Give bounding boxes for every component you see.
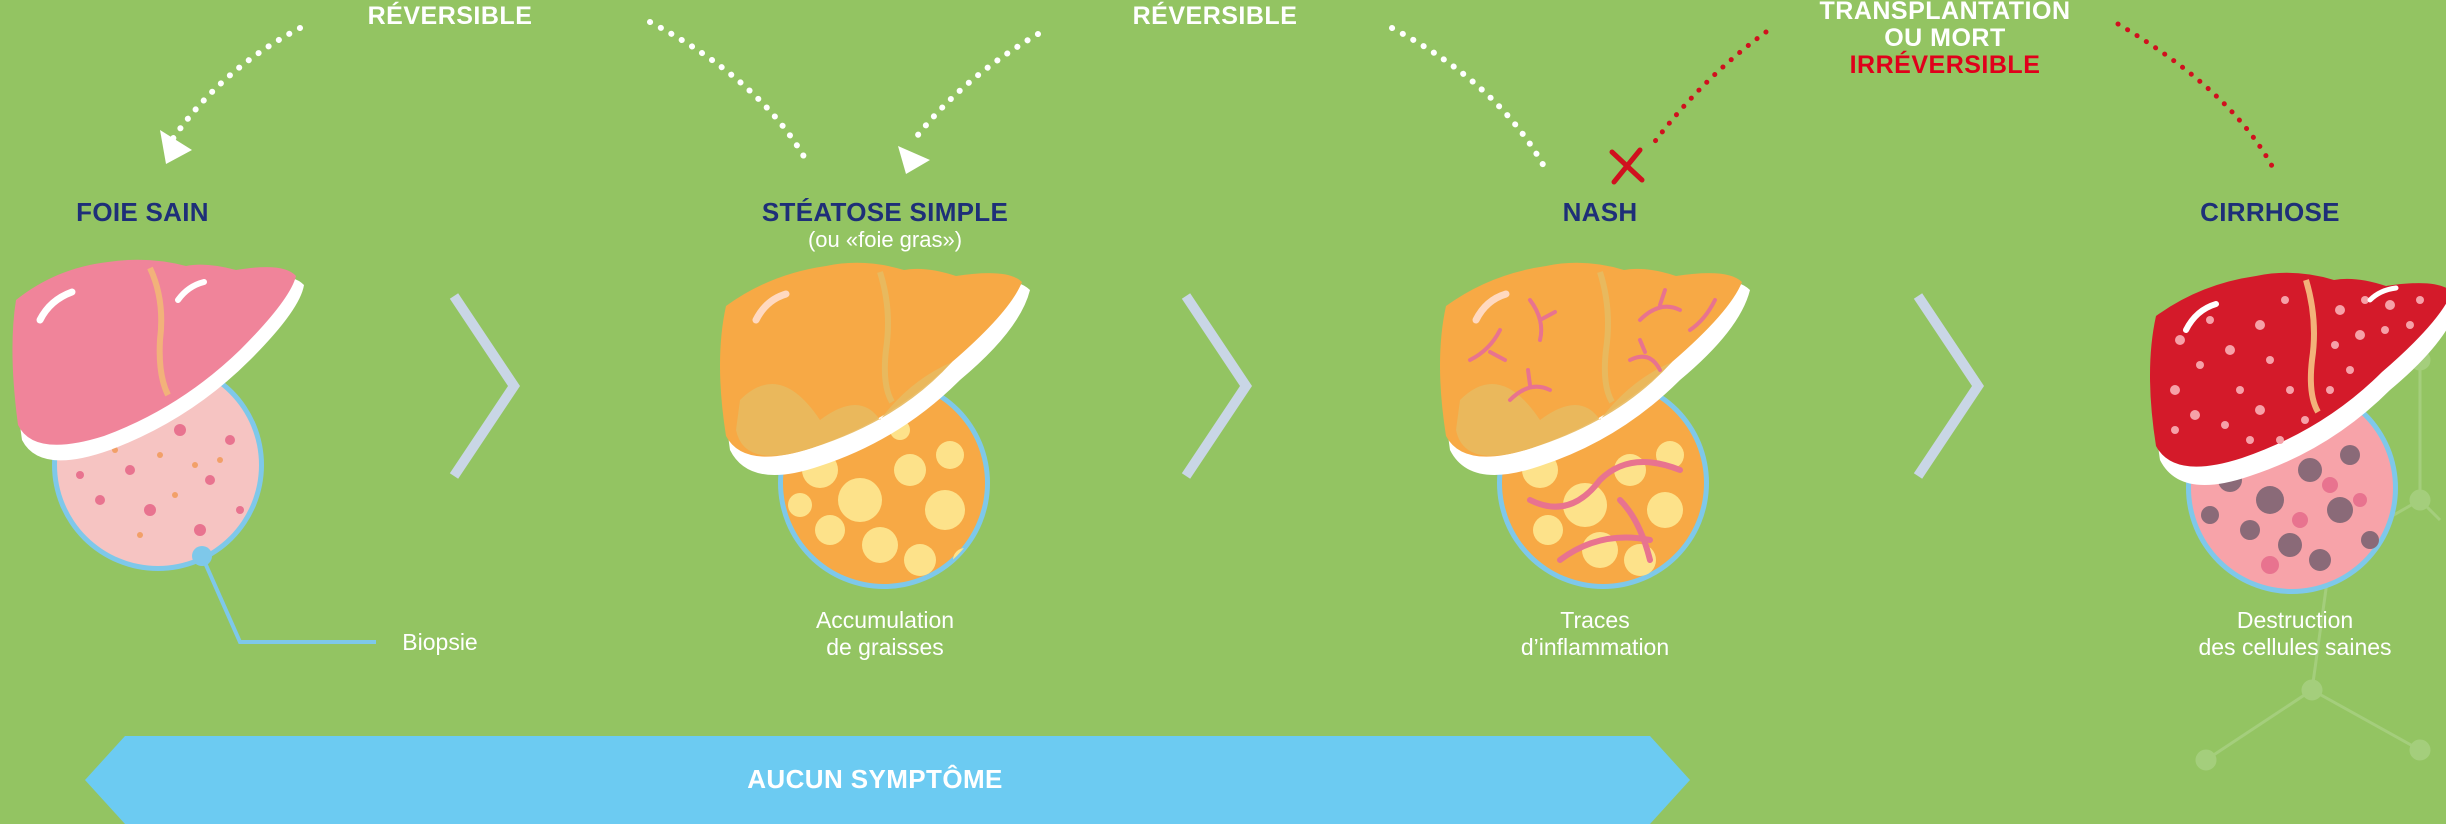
caption-line: Traces [1480,607,1710,634]
reversible-arrow-2 [898,28,1546,174]
fatty-liver-illustration [720,263,1030,589]
caption-cirrhosis: Destruction des cellules saines [2170,607,2420,661]
nash-liver-illustration [1440,263,1750,589]
irreversible-label: IRRÉVERSIBLE [1810,52,2080,79]
chevron-right-icon [1918,296,1978,476]
stage-title-healthy: FOIE SAIN [40,197,245,228]
caption-line: de graisses [770,634,1000,661]
caption-line: des cellules saines [2170,634,2420,661]
chevron-right-icon [1186,296,1246,476]
cross-icon [1612,150,1642,182]
caption-healthy: Biopsie [380,629,500,656]
reversible-label-2: RÉVERSIBLE [1095,2,1335,31]
reversible-arrow-1 [160,22,806,164]
stage-subtitle-steatosis: (ou «foie gras») [735,227,1035,253]
stage-title-nash: NASH [1510,197,1690,228]
stage-title-cirrhosis: CIRRHOSE [2170,197,2370,228]
healthy-liver-illustration [12,260,376,642]
caption-steatosis: Accumulation de graisses [770,607,1000,661]
reversible-label-1: RÉVERSIBLE [330,2,570,31]
caption-line: Accumulation [770,607,1000,634]
no-symptom-label: AUCUN SYMPTÔME [700,764,1050,795]
biopsy-pointer [192,546,376,642]
cirrhosis-liver-illustration [2150,273,2446,594]
caption-line: d’inflammation [1480,634,1710,661]
transplant-label: TRANSPLANTATION OU MORT IRRÉVERSIBLE [1810,0,2080,79]
arrowhead-icon [160,130,192,164]
transplant-line-1: TRANSPLANTATION [1810,0,2080,25]
caption-nash: Traces d’inflammation [1480,607,1710,661]
arrowhead-icon [898,146,930,174]
caption-line: Biopsie [380,629,500,656]
transplant-line-2: OU MORT [1810,25,2080,52]
chevron-right-icon [454,296,514,476]
stage-title-steatosis: STÉATOSE SIMPLE [735,197,1035,228]
caption-line: Destruction [2170,607,2420,634]
